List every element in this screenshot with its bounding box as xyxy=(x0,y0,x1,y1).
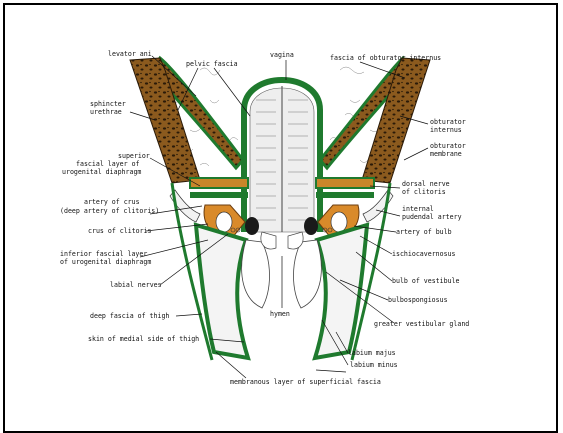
label-labium-minus: labium minus xyxy=(350,361,398,369)
label-superior-fascial-2: fascial layer of xyxy=(76,160,140,168)
hymen-folds xyxy=(261,232,303,249)
label-membranous-layer: membranous layer of superficial fascia xyxy=(230,378,381,386)
label-vagina: vagina xyxy=(270,51,294,59)
label-bulb-vestibule: bulb of vestibule xyxy=(392,277,460,285)
vagina xyxy=(244,80,320,232)
label-internal-pudendal-2: pudendal artery xyxy=(402,213,462,221)
label-dorsal-nerve-2: of clitoris xyxy=(402,188,446,196)
label-skin-medial-thigh: skin of medial side of thigh xyxy=(88,335,199,343)
labium-minus-right xyxy=(294,240,322,308)
labium-majus-right xyxy=(315,225,367,358)
label-hymen: hymen xyxy=(270,310,290,318)
label-inferior-fascial-1: inferior fascial layer xyxy=(60,250,147,258)
obturator-internus-right xyxy=(362,58,430,183)
label-superior-fascial-1: superior xyxy=(118,152,150,160)
label-deep-fascia-thigh: deep fascia of thigh xyxy=(90,312,169,320)
label-labial-nerves: labial nerves xyxy=(110,281,162,289)
label-superior-fascial-3: urogenital diaphragm xyxy=(62,168,141,176)
label-greater-vestibular-gland: greater vestibular gland xyxy=(374,320,469,328)
label-fascia-obturator-internus: fascia of obturator internus xyxy=(330,54,441,62)
labium-majus-left xyxy=(196,225,248,358)
label-levator-ani: levator ani xyxy=(108,50,152,58)
label-pelvic-fascia: pelvic fascia xyxy=(186,60,238,68)
label-crus-clitoris: crus of clitoris xyxy=(88,227,152,235)
label-artery-crus-2: (deep artery of clitoris) xyxy=(60,207,159,215)
label-obturator-internus-1: obturator xyxy=(430,118,466,126)
label-obturator-membrane-2: membrane xyxy=(430,150,462,158)
label-artery-crus-1: artery of crus xyxy=(84,198,140,206)
label-ischiocavernosus: ischiocavernosus xyxy=(392,250,456,258)
label-artery-bulb: artery of bulb xyxy=(396,228,452,236)
label-sphincter-urethrae-2: urethrae xyxy=(90,108,122,116)
label-obturator-membrane-1: obturator xyxy=(430,142,466,150)
label-bulbospongiosus: bulbospongiosus xyxy=(388,296,448,304)
labium-minus-left xyxy=(242,240,270,308)
label-internal-pudendal-1: internal xyxy=(402,205,434,213)
label-inferior-fascial-2: of urogenital diaphragm xyxy=(60,258,151,266)
label-obturator-internus-2: internus xyxy=(430,126,462,134)
obturator-internus-left xyxy=(130,58,200,183)
label-sphincter-urethrae-1: sphincter xyxy=(90,100,126,108)
label-dorsal-nerve-1: dorsal nerve xyxy=(402,180,450,188)
label-labium-majus: labium majus xyxy=(348,349,396,357)
